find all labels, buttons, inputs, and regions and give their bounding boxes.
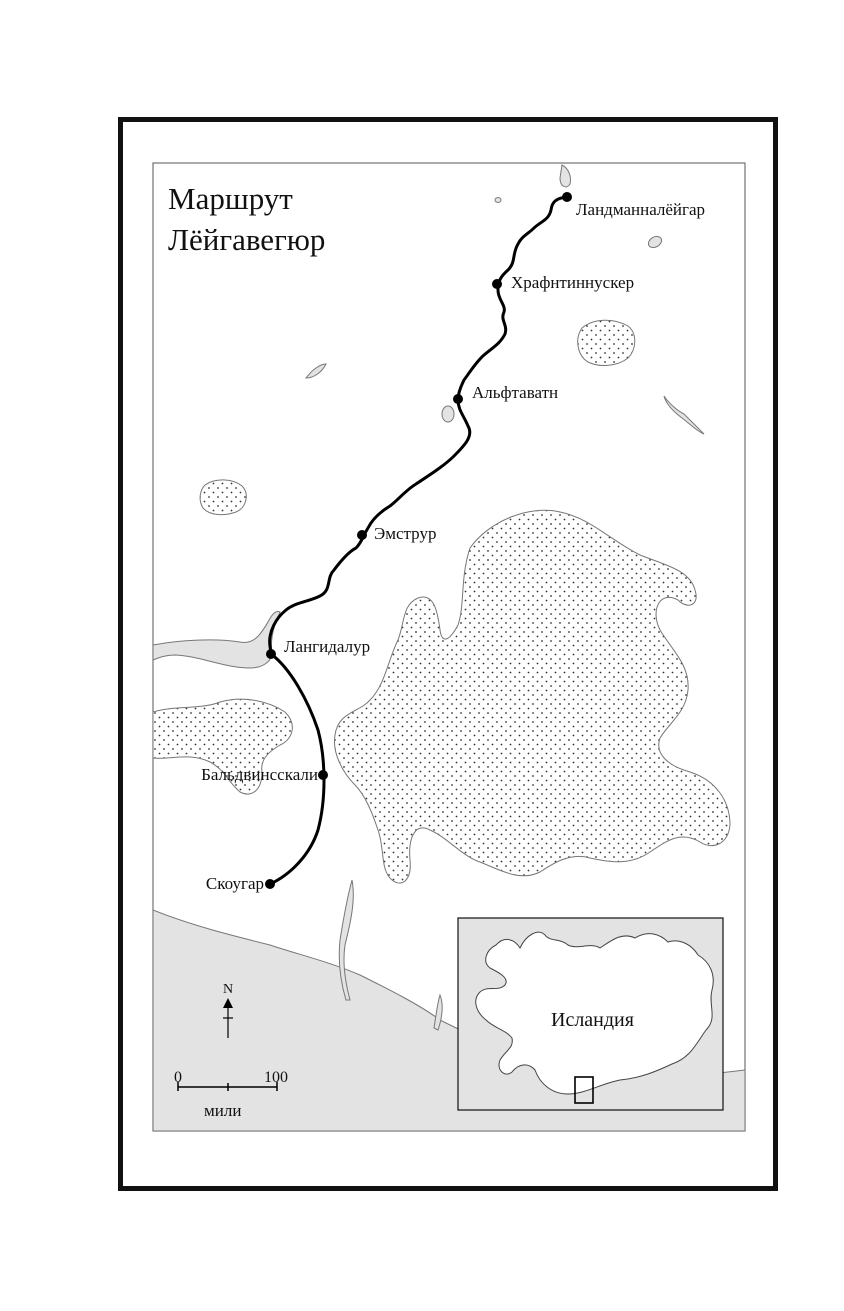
lake-3 bbox=[647, 235, 663, 249]
stop-label-hrafntinnusker: Храфнтиннускер bbox=[511, 273, 634, 292]
scale-start: 0 bbox=[174, 1069, 182, 1086]
scale-bar: 0 100 мили bbox=[174, 1069, 288, 1120]
river-south bbox=[338, 879, 354, 1001]
map-title-line1: Маршрут bbox=[168, 181, 293, 216]
stop-marker-emstrur bbox=[357, 530, 367, 540]
glacier-small-1 bbox=[199, 479, 247, 516]
stop-marker-skogar bbox=[265, 879, 275, 889]
stop-label-baldvinsskali: Бальдвинсскали bbox=[201, 765, 318, 784]
lake-1 bbox=[559, 164, 571, 188]
stop-marker-langidalur bbox=[266, 649, 276, 659]
stop-label-langidalur: Лангидалур bbox=[284, 637, 370, 656]
stop-label-skogar: Скоугар bbox=[206, 874, 264, 893]
inset-location-box bbox=[574, 1076, 594, 1104]
stop-marker-landmannalaugar bbox=[562, 192, 572, 202]
glacier-west bbox=[153, 698, 293, 795]
stop-label-alftavatn: Альфтаватн bbox=[472, 383, 558, 402]
map-title-line2: Лёйгавегюр bbox=[168, 222, 325, 257]
river-south-2 bbox=[433, 993, 443, 1031]
lake-4 bbox=[441, 405, 455, 423]
glacier-small-2 bbox=[577, 319, 636, 366]
lake-6 bbox=[663, 395, 705, 435]
lake-2 bbox=[494, 197, 502, 203]
iceland-outline bbox=[475, 931, 714, 1095]
stop-marker-hrafntinnusker bbox=[492, 279, 502, 289]
inset-map: Исландия bbox=[457, 917, 724, 1111]
river bbox=[153, 611, 281, 669]
north-arrow: N bbox=[223, 982, 233, 1038]
stop-label-landmannalaugar: Ландманналёйгар bbox=[576, 200, 705, 219]
inset-label: Исландия bbox=[551, 1009, 634, 1031]
stop-marker-alftavatn bbox=[453, 394, 463, 404]
scale-unit: мили bbox=[204, 1101, 241, 1120]
lake-5 bbox=[304, 363, 327, 379]
scale-end: 100 bbox=[264, 1069, 288, 1086]
stop-label-emstrur: Эмструр bbox=[374, 524, 436, 543]
map-frame bbox=[118, 117, 778, 1191]
laugavegur-route bbox=[268, 195, 569, 886]
north-label: N bbox=[223, 982, 233, 997]
glacier-main bbox=[333, 509, 731, 884]
stop-marker-baldvinsskali bbox=[318, 770, 328, 780]
